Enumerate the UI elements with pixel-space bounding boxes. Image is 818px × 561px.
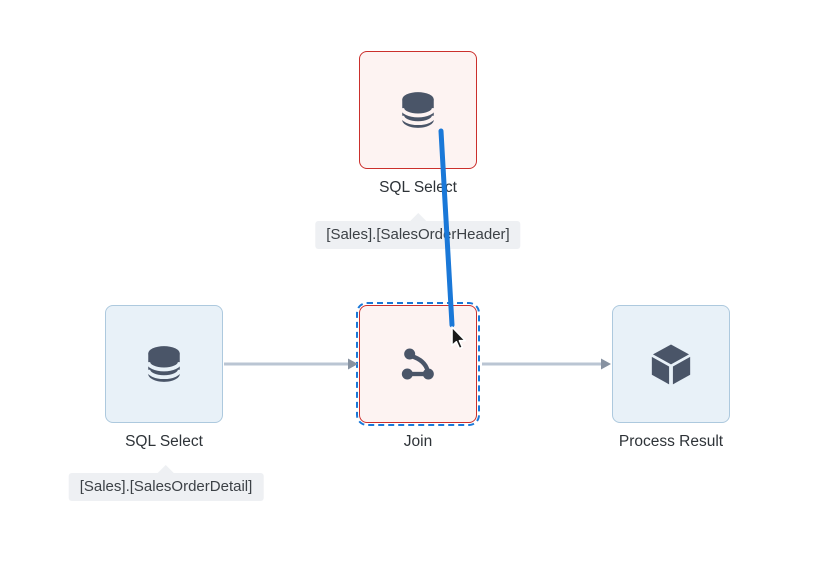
arrowhead-icon [348, 358, 358, 370]
database-icon [146, 346, 182, 382]
cube-icon [651, 344, 691, 385]
node-label-sql-select-header: SQL Select [379, 179, 457, 196]
connector-detail-to-join[interactable] [224, 358, 358, 370]
join-icon [401, 348, 434, 380]
node-sql-select-detail[interactable] [105, 305, 223, 423]
node-tooltip-sales-order-header: [Sales].[SalesOrderHeader] [315, 213, 521, 249]
node-tooltip-sales-order-detail: [Sales].[SalesOrderDetail] [68, 465, 264, 501]
tooltip-text: [Sales].[SalesOrderDetail] [79, 478, 253, 495]
node-join[interactable] [356, 302, 480, 426]
node-label-process-result: Process Result [618, 433, 724, 450]
tooltip-caret [409, 213, 426, 221]
connector-join-to-result[interactable] [482, 358, 611, 370]
tooltip-text: [Sales].[SalesOrderHeader] [326, 226, 510, 243]
node-sql-select-header[interactable] [359, 51, 477, 169]
arrowhead-icon [601, 358, 611, 370]
node-process-result[interactable] [612, 305, 730, 423]
database-icon [400, 92, 436, 128]
tooltip-caret [157, 465, 174, 473]
node-label-join: Join [403, 433, 433, 450]
node-label-sql-select-detail: SQL Select [125, 433, 203, 450]
